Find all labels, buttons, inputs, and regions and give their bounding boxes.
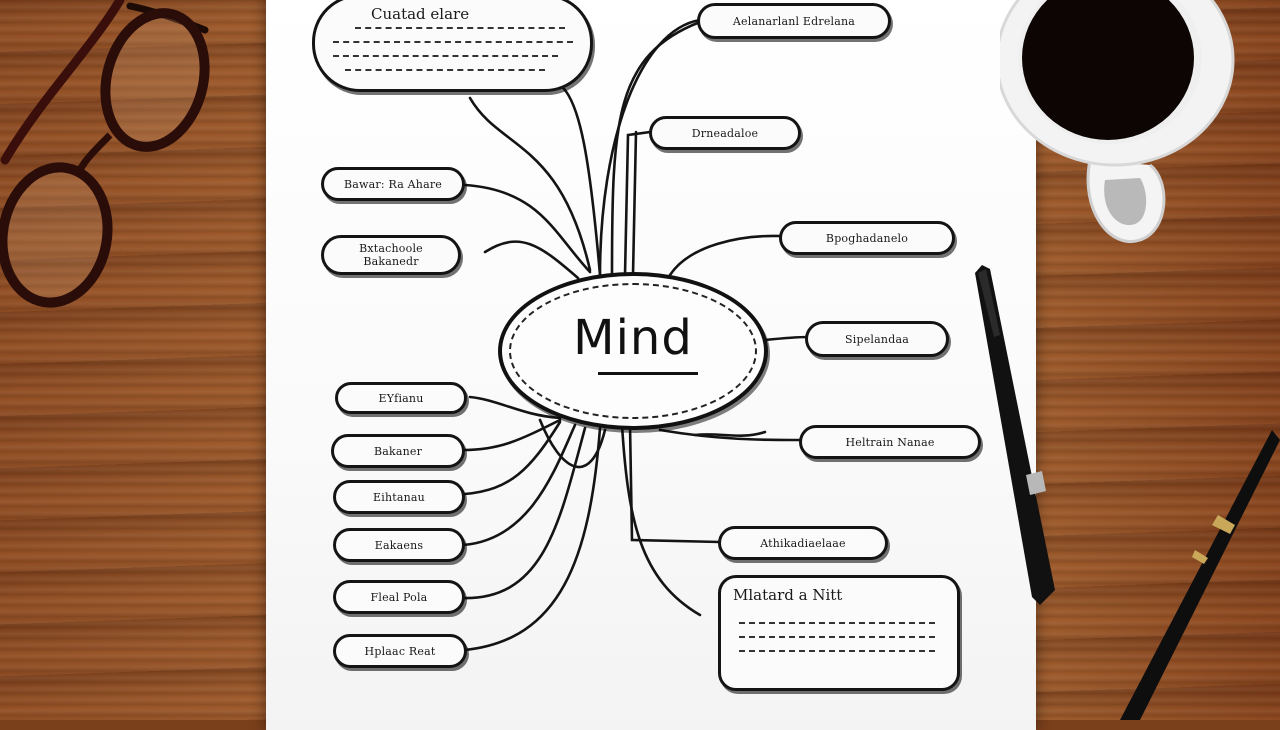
node-label: Drneadaloe: [691, 126, 759, 140]
top-note: Cuatad elare: [312, 0, 593, 92]
left-node[interactable]: Hplaac Reat: [333, 634, 467, 668]
node-label: EYfianu: [378, 391, 424, 405]
eyeglasses-icon: [0, 0, 210, 308]
left-node[interactable]: Bakaner: [331, 434, 465, 468]
note-line: [739, 622, 935, 624]
node-label: Aelanarlanl Edrelana: [732, 14, 856, 28]
node-label: Bawar: Ra Ahare: [343, 177, 443, 191]
top-note-title: Cuatad elare: [371, 5, 470, 23]
note-line: [333, 55, 558, 57]
left-node[interactable]: Bxtachoole Bakanedr: [321, 235, 461, 275]
node-label: Hplaac Reat: [364, 644, 436, 658]
note-line: [739, 636, 935, 638]
right-node[interactable]: Heltrain Nanae: [799, 425, 981, 459]
central-topic-bubble[interactable]: Mind: [498, 272, 768, 430]
note-line: [333, 41, 573, 43]
left-node[interactable]: Eihtanau: [333, 480, 465, 514]
left-node[interactable]: Bawar: Ra Ahare: [321, 167, 465, 201]
node-label: Bpoghadanelo: [825, 231, 909, 245]
node-label: Bakaner: [373, 444, 423, 458]
node-label: Bxtachoole: [359, 242, 423, 255]
right-node[interactable]: Drneadaloe: [649, 116, 801, 150]
node-label: Sipelandaa: [845, 332, 909, 346]
node-label: Bakanedr: [363, 255, 419, 268]
left-node[interactable]: EYfianu: [335, 382, 467, 414]
right-node[interactable]: Bpoghadanelo: [779, 221, 955, 255]
left-node[interactable]: Eakaens: [333, 528, 465, 562]
note-line: [345, 69, 545, 71]
note-line: [739, 650, 935, 652]
node-label: Eihtanau: [373, 490, 425, 504]
pen-icon: [975, 265, 1055, 605]
bottom-note: Mlatard a Nitt: [718, 575, 960, 691]
note-line: [355, 27, 565, 29]
right-node[interactable]: Sipelandaa: [805, 321, 949, 357]
central-topic-dashed-ring: [509, 283, 757, 419]
right-node[interactable]: Athikadiaelaae: [718, 526, 888, 560]
right-node[interactable]: Aelanarlanl Edrelana: [697, 3, 891, 39]
node-label: Eakaens: [374, 538, 424, 552]
fountain-pen-icon: [1120, 430, 1280, 720]
central-topic-underline: [598, 372, 698, 375]
central-topic-label: Mind: [573, 310, 693, 366]
bottom-note-title: Mlatard a Nitt: [733, 586, 843, 604]
left-node[interactable]: Fleal Pola: [333, 580, 465, 614]
node-label: Fleal Pola: [370, 590, 428, 604]
coffee-cup-icon: [1000, 0, 1235, 243]
node-label: Heltrain Nanae: [845, 435, 935, 449]
node-label: Athikadiaelaae: [760, 536, 846, 550]
